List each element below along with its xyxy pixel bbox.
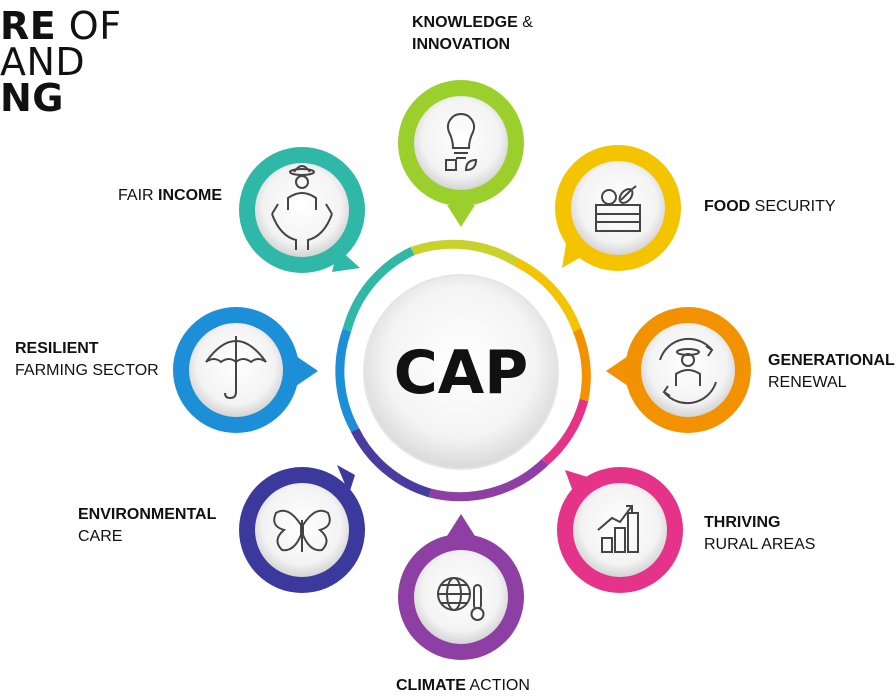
label-knowledge: KNOWLEDGE & INNOVATION [412,12,533,56]
generational-bubble [606,307,751,433]
food-bubble [555,145,681,271]
label-fair-income: FAIR INCOME [118,185,222,207]
title-line3: NG [0,76,64,120]
environmental-bubble [239,465,365,593]
label-climate: CLIMATE ACTION [396,675,530,697]
label-environmental-line2: CARE [78,528,123,545]
umbrella-icon [205,336,267,400]
label-generational-bold: GENERATIONAL [768,352,895,369]
page-title: RE OF AND NG [0,7,122,117]
label-food-rest: SECURITY [750,198,836,215]
center-ring [335,239,591,502]
label-food-security: FOOD SECURITY [704,196,836,218]
label-thriving-bold: THRIVING [704,514,781,531]
label-thriving-line2: RURAL AREAS [704,536,816,553]
title-line1-light: OF [56,4,122,48]
label-thriving: THRIVING RURAL AREAS [704,512,815,556]
crate-icon [595,185,641,232]
knowledge-bubble [398,80,524,227]
label-resilient-line2: FARMING SECTOR [15,362,159,379]
fair-income-bubble [239,147,365,273]
label-climate-rest: ACTION [465,677,530,694]
label-climate-bold: CLIMATE [396,677,466,694]
butterfly-icon [273,509,331,552]
label-resilient-bold: RESILIENT [15,340,99,357]
center-label: CAP [394,338,528,408]
label-fair-bold: INCOME [158,187,223,204]
resilient-bubble [173,307,318,433]
label-fair-pre: FAIR [118,187,159,204]
label-generational: GENERATIONAL RENEWAL [768,350,895,394]
label-generational-line2: RENEWAL [768,374,847,391]
center-bubble [363,274,559,470]
label-knowledge-rest: & [517,14,533,31]
label-environmental: ENVIRONMENTAL CARE [78,504,216,548]
title-line2: AND [0,40,86,84]
label-environmental-bold: ENVIRONMENTAL [78,506,217,523]
label-knowledge-bold: KNOWLEDGE [412,14,518,31]
title-line1-bold: RE [0,4,57,48]
farmer-cycle-icon [659,337,717,405]
growth-chart-icon [597,505,639,553]
label-knowledge-line2: INNOVATION [412,36,511,53]
label-food-bold: FOOD [704,198,751,215]
globe-thermometer-icon [437,577,485,621]
label-resilient: RESILIENT FARMING SECTOR [15,338,159,382]
thriving-bubble [557,467,683,593]
lightbulb-icon [445,113,478,172]
farmer-hands-icon [271,165,333,250]
climate-bubble [398,514,524,660]
